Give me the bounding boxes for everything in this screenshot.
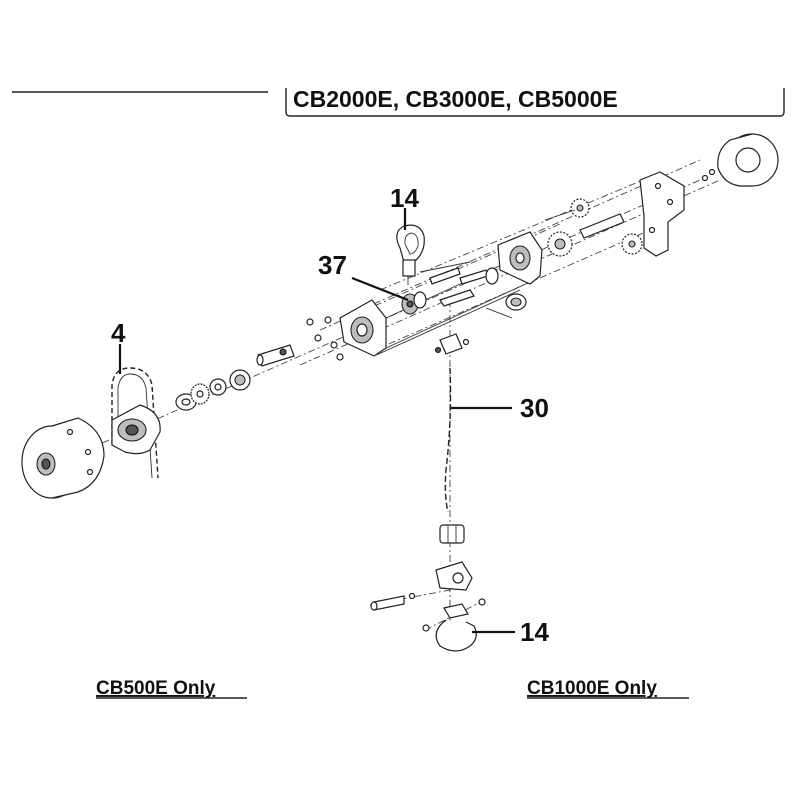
label-cb500e-only: CB500E Only — [96, 678, 216, 699]
callout-part-4: 4 — [111, 318, 126, 348]
bottom-hook-block — [370, 524, 486, 652]
hand-chain-assembly — [111, 367, 161, 479]
right-side-plate — [497, 231, 543, 311]
callout-part-37: 37 — [318, 250, 347, 280]
left-handwheel — [21, 417, 105, 499]
load-chain — [434, 333, 470, 513]
shaft-small-parts — [256, 316, 344, 367]
right-bracket — [639, 171, 685, 257]
header-models-title: CB2000E, CB3000E, CB5000E — [293, 86, 618, 112]
left-side-plate — [339, 251, 531, 357]
top-hook — [396, 224, 471, 285]
callout-hook-top: 14 — [390, 183, 419, 213]
washers-group — [175, 369, 251, 411]
callout-hook-bottom: 14 — [520, 617, 549, 647]
center-gear-assembly — [401, 267, 513, 319]
header-title-box — [285, 88, 785, 117]
leader-lines — [118, 208, 515, 634]
upper-gears — [544, 198, 643, 257]
right-handwheel — [701, 133, 779, 187]
label-cb1000e-only: CB1000E Only — [527, 678, 657, 699]
callout-part-30: 30 — [520, 393, 549, 423]
